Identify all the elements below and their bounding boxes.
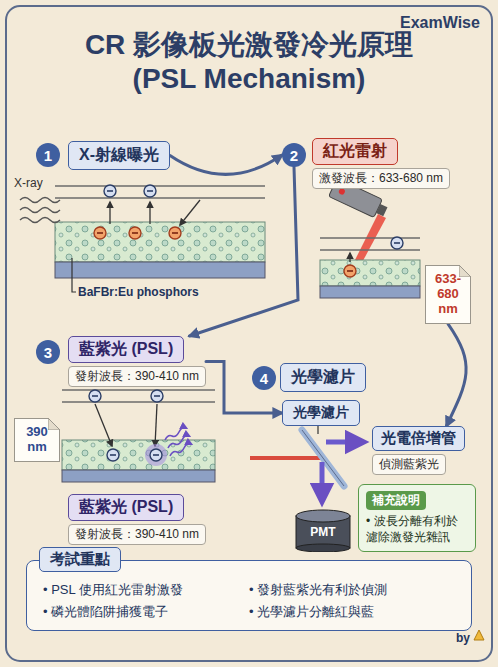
title: CR 影像板光激發冷光原理 (PSL Mechanism) [59, 28, 439, 96]
flow-arrow [446, 324, 466, 426]
wavelength-note: 633- 680 nm [425, 265, 471, 324]
box-title: 補充說明 [366, 491, 426, 510]
pmt-tube: PMT [294, 508, 352, 552]
step-header: 紅光雷射激發波長：633-680 nm [312, 138, 450, 189]
box-title: 藍紫光 (PSL) [68, 336, 184, 363]
logo: ExamWise [400, 14, 480, 32]
box-title: 3 [44, 344, 52, 361]
page-fold [48, 418, 60, 430]
box-title: PMT [310, 525, 335, 539]
step-header: X-射線曝光 [68, 141, 170, 170]
box-title: 390 nm [19, 425, 55, 455]
flow-arrow [206, 362, 282, 414]
step-header: 光學濾片 [280, 363, 366, 392]
emission-box: 藍紫光 (PSL) 發射波長：390-410 nm [68, 494, 206, 545]
part-label: BaFBr:Eu phosphors [78, 285, 199, 299]
box-title: 紅光雷射 [312, 138, 398, 165]
callout-number: 3 [36, 340, 60, 364]
box-text: • PSL 使用紅光雷射激發 [43, 581, 249, 599]
box-text: 偵測藍紫光 [372, 454, 446, 475]
box-text: • 光學濾片分離紅與藍 [249, 603, 455, 621]
flow-arrow [190, 167, 299, 336]
xray-label: X-ray [14, 176, 43, 190]
box-title: 2 [290, 147, 298, 164]
box-title: 藍紫光 (PSL) [68, 494, 184, 521]
credit: by [456, 631, 470, 645]
box-text: 發射波長：390-410 nm [68, 366, 206, 387]
box-title: 考試重點 [39, 547, 121, 572]
box-title: 1 [44, 147, 52, 164]
box-text: 發射波長：390-410 nm [68, 524, 206, 545]
box-text: • 發射藍紫光有利於偵測 [249, 581, 455, 599]
box-title: 633- 680 nm [430, 272, 466, 317]
note-box: 補充說明 • 波長分離有利於濾除激發光雜訊 [358, 484, 476, 552]
box-title: 光學濾片 [291, 367, 355, 388]
flow-arrow [170, 155, 282, 174]
box-text: 激發波長：633-680 nm [312, 168, 450, 189]
pmt-box: 光電倍增管偵測藍紫光 [372, 426, 465, 475]
box-title: X-射線曝光 [79, 145, 159, 166]
box-text: • 波長分離有利於濾除激發光雜訊 [366, 514, 468, 545]
box-title: 光學濾片 [293, 404, 349, 422]
callout-number: 4 [252, 366, 276, 390]
exam-points: 考試重點• PSL 使用紅光雷射激發• 發射藍紫光有利於偵測• 磷光體陷阱捕獲電… [26, 560, 472, 631]
box-title: 光電倍增管 [372, 426, 465, 451]
box-title: 4 [260, 370, 268, 387]
box-text: • 磷光體陷阱捕獲電子 [43, 603, 249, 621]
filter-label: 光學濾片 [282, 400, 360, 426]
callout-number: 2 [282, 143, 306, 167]
wavelength-note: 390 nm [14, 418, 60, 462]
step-header: 藍紫光 (PSL) 發射波長：390-410 nm [68, 336, 206, 387]
callout-number: 1 [36, 143, 60, 167]
